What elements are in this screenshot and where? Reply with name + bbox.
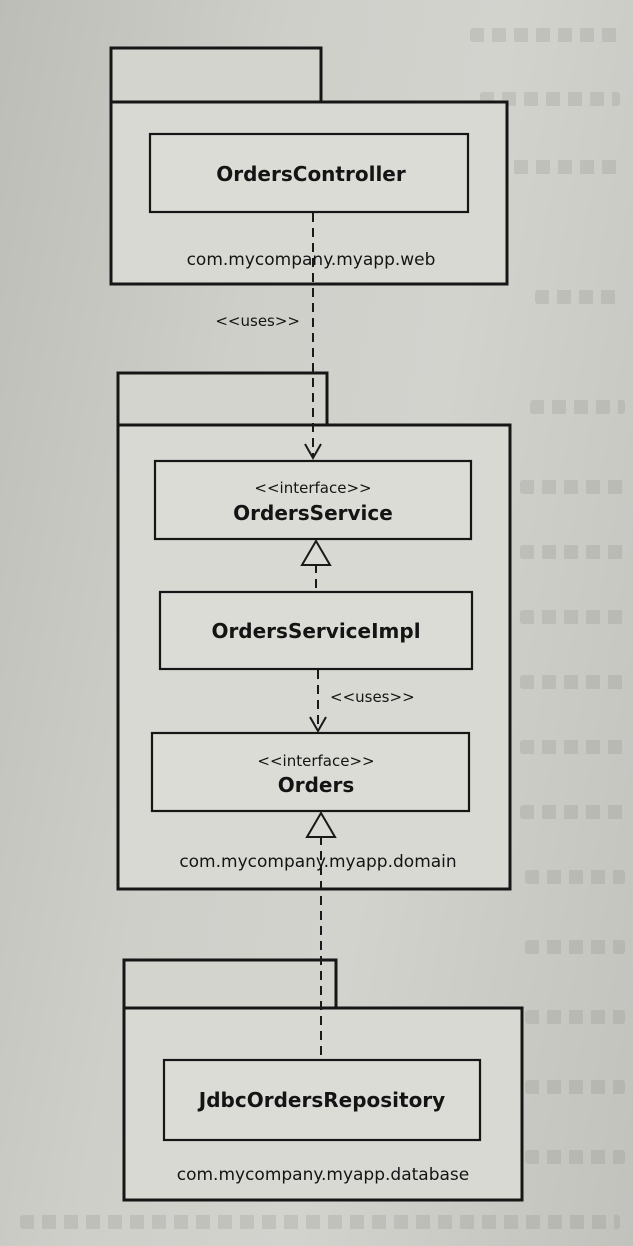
package-database-tab xyxy=(122,958,338,1010)
dependency-controller-to-service: <<uses>> xyxy=(215,213,322,461)
class-box xyxy=(162,1058,482,1142)
package-label-domain: com.mycompany.myapp.domain xyxy=(179,852,456,872)
class-name-orders-service: OrdersService xyxy=(233,501,393,525)
realization-repository-to-orders xyxy=(305,811,337,1060)
stereotype-interface: <<interface>> xyxy=(257,752,374,770)
class-orders-service: <<interface>> OrdersService xyxy=(153,459,473,541)
class-name-orders: Orders xyxy=(278,773,355,797)
open-arrow-head xyxy=(309,716,327,734)
package-label-web: com.mycompany.myapp.web xyxy=(187,250,436,270)
class-box xyxy=(158,590,474,671)
class-orders: <<interface>> Orders xyxy=(150,731,471,813)
package-web-tab xyxy=(109,46,323,104)
dependency-label-uses: <<uses>> xyxy=(330,688,415,706)
package-domain-tab xyxy=(116,371,329,427)
realization-triangle xyxy=(305,811,337,838)
class-name-orders-controller: OrdersController xyxy=(216,162,406,186)
class-orders-controller: OrdersController xyxy=(148,132,470,214)
class-jdbc-orders-repository: JdbcOrdersRepository xyxy=(162,1058,482,1142)
package-database: JdbcOrdersRepository com.mycompany.myapp… xyxy=(122,958,524,1202)
dependency-impl-to-orders: <<uses>> xyxy=(309,670,415,734)
dependency-label-uses: <<uses>> xyxy=(215,312,300,330)
stereotype-interface: <<interface>> xyxy=(254,479,371,497)
realization-triangle xyxy=(300,539,332,566)
open-arrow-head xyxy=(304,443,322,461)
class-name-jdbc-orders-repository: JdbcOrdersRepository xyxy=(197,1088,445,1112)
class-box xyxy=(153,459,473,541)
class-orders-service-impl: OrdersServiceImpl xyxy=(158,590,474,671)
package-label-database: com.mycompany.myapp.database xyxy=(177,1165,470,1185)
class-box xyxy=(148,132,470,214)
class-name-orders-service-impl: OrdersServiceImpl xyxy=(211,619,420,643)
realization-impl-to-service xyxy=(300,539,332,592)
class-box xyxy=(150,731,471,813)
package-web: OrdersController com.mycompany.myapp.web xyxy=(109,46,509,286)
package-domain: <<interface>> OrdersService OrdersServic… xyxy=(116,371,512,891)
